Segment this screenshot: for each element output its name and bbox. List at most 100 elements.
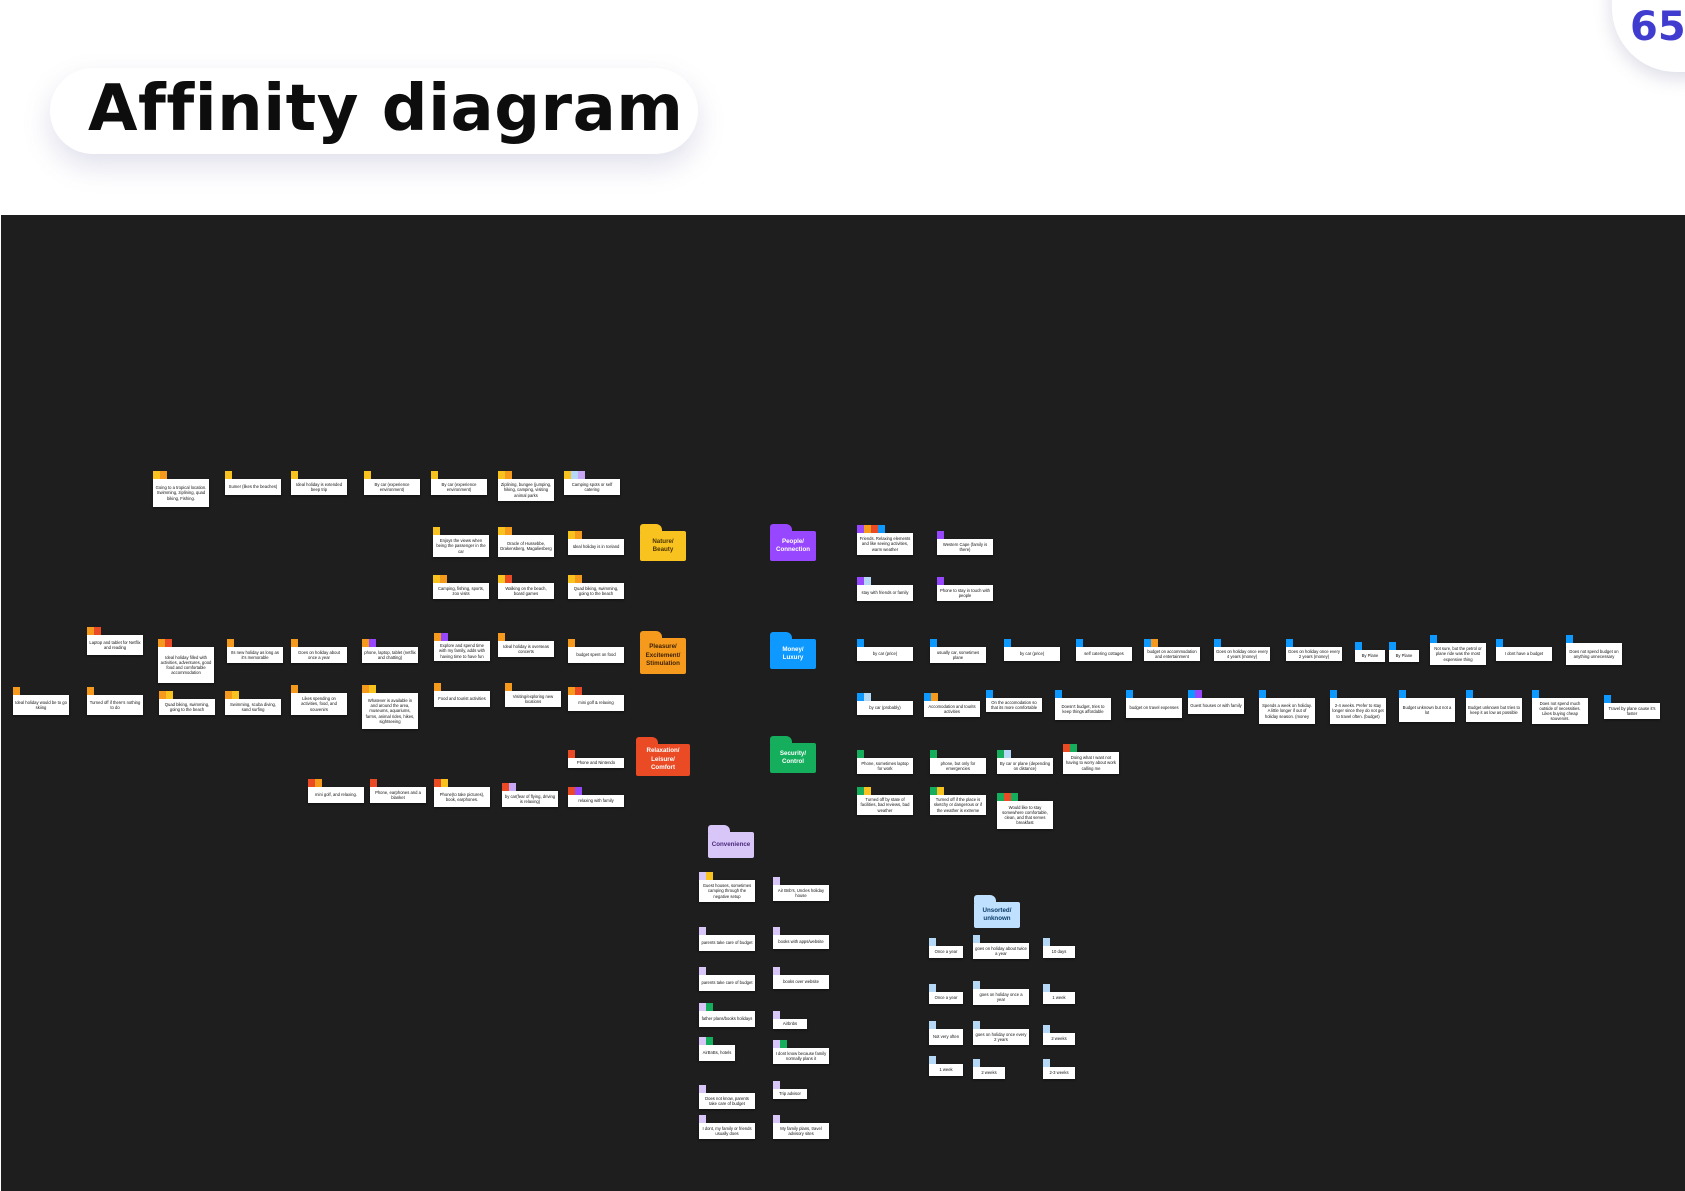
sticky-note[interactable]: Food and tourist activities (434, 683, 490, 707)
group-folder-money-luxury[interactable]: Money/ Luxury (770, 632, 816, 669)
sticky-note[interactable]: Ideal holiday is extended beep trip (291, 471, 347, 495)
sticky-note[interactable]: parents take care of budget (699, 927, 755, 951)
sticky-note[interactable]: 1 week (1043, 984, 1075, 1004)
sticky-note[interactable]: Would like to stay somewhere comfortable… (997, 793, 1053, 829)
sticky-note[interactable]: Western Cape (family is there) (937, 531, 993, 555)
sticky-note[interactable]: by car (probably) (857, 693, 913, 715)
sticky-note[interactable]: Its new holiday as long as it's memorabl… (227, 639, 283, 663)
sticky-note[interactable]: Phone, earphones and a blanket (370, 779, 426, 803)
sticky-note[interactable]: Does not know, parents take care of budg… (699, 1085, 755, 1109)
sticky-note[interactable]: Camping, fishing, sports, zoo visits (433, 575, 489, 599)
sticky-note[interactable]: Phone to stay in touch with people (937, 577, 993, 601)
sticky-note[interactable]: Swimming, scuba diving, sand surfing (225, 691, 281, 715)
sticky-note[interactable]: Walking on the beach, board games (498, 575, 554, 599)
sticky-note[interactable]: On the accomodation so that its more com… (986, 690, 1042, 712)
sticky-note[interactable]: Goes on holiday once every 4 years (mone… (1214, 639, 1270, 661)
sticky-note[interactable]: Whatever is available in and around the … (362, 685, 418, 729)
sticky-note[interactable]: My family plans, travel advisory sites (773, 1115, 829, 1139)
sticky-note[interactable]: budget on travel expenses (1126, 690, 1182, 718)
sticky-note[interactable]: 2-3 weeks (1043, 1059, 1075, 1079)
group-folder-unsorted-unknown[interactable]: Unsorted/ unknown (974, 895, 1020, 928)
sticky-note[interactable]: Doing what I want not having to worry ab… (1063, 744, 1119, 774)
sticky-note[interactable]: By car or plane (depending on distance) (997, 750, 1053, 774)
sticky-note[interactable]: By Plane (1355, 642, 1385, 662)
group-folder-convenience[interactable]: Convenience (708, 825, 754, 858)
sticky-note[interactable]: Explore and spend time with my family, a… (434, 633, 490, 661)
sticky-note[interactable]: Phone, sometimes laptop for work (857, 750, 913, 774)
sticky-note[interactable]: Accomodation and tourits activities (924, 693, 980, 717)
sticky-note[interactable]: Guest houses, sometimes camping through … (699, 872, 755, 902)
sticky-note[interactable]: Doesn't budget, tries to keep things aff… (1055, 690, 1111, 720)
sticky-note[interactable]: Does not spend much outside of necessiti… (1532, 690, 1588, 724)
sticky-note[interactable]: Turned off if the place is sketchy or da… (930, 787, 986, 815)
sticky-note[interactable]: AirBnBs, hotels (699, 1037, 735, 1061)
sticky-note[interactable]: phone, but only for emergencies (930, 750, 986, 774)
sticky-note[interactable]: Ideal holiday is in Iceland (568, 531, 624, 555)
sticky-note[interactable]: books with apps/website (773, 927, 829, 949)
sticky-note[interactable]: Likes spending on activities, food, and … (291, 685, 347, 715)
sticky-note[interactable]: Travel by plane cause it's faster (1604, 695, 1660, 719)
sticky-note[interactable]: Airbnbs (773, 1011, 807, 1029)
sticky-note[interactable]: relaxing with family (568, 787, 624, 807)
sticky-note[interactable]: self catering cottages (1076, 639, 1132, 661)
sticky-note[interactable]: parents take care of budget (699, 967, 755, 991)
sticky-note[interactable]: 1 week (929, 1056, 963, 1076)
sticky-note[interactable]: Laptop and tablet for Netflix and readin… (87, 627, 143, 655)
sticky-note[interactable]: usually car, sometimes plane (930, 639, 986, 663)
sticky-note[interactable]: I dont, my family or friends usually doe… (699, 1115, 755, 1139)
sticky-note[interactable]: books over website (773, 967, 829, 989)
sticky-note[interactable]: phone, laptop, tablet (netflix and chatt… (362, 639, 418, 663)
sticky-note[interactable]: budget spent on food (568, 639, 624, 663)
group-folder-pleasure-excitement-stimulation[interactable]: Pleasure/ Excitement/ Stimulation (640, 631, 686, 674)
sticky-note[interactable]: Spends a week on holiday. A little longe… (1259, 690, 1315, 724)
sticky-note[interactable]: Goes on holiday once every 2 years (mone… (1286, 639, 1342, 661)
sticky-note[interactable]: Ideal holiday filled with activities, ad… (158, 639, 214, 683)
sticky-note[interactable]: by car (price) (857, 639, 913, 661)
sticky-note[interactable]: Not sure, but the petrol or plane ride w… (1430, 635, 1486, 665)
sticky-note[interactable]: Ziplining, bungee (jumping, hiking, camp… (498, 471, 554, 501)
sticky-note[interactable]: Phone(to take pictures), book, earphones… (434, 779, 490, 807)
sticky-note[interactable]: Quad biking, swimming, going to the beac… (568, 575, 624, 599)
sticky-note[interactable]: Going to a tropical location. Swimming, … (153, 471, 209, 507)
sticky-note[interactable]: I dont know because family normally plan… (773, 1040, 829, 1064)
sticky-note[interactable]: by car (price) (1004, 639, 1060, 661)
sticky-note[interactable]: Once a year (929, 938, 963, 958)
sticky-note[interactable]: Does not spend budget on anything unnece… (1566, 635, 1622, 665)
sticky-note[interactable]: By car (experience environment) (364, 471, 420, 495)
sticky-note[interactable]: mini golf, and relaxing. (308, 779, 364, 803)
sticky-note[interactable]: 2 weeks (973, 1059, 1005, 1079)
sticky-note[interactable]: By car (experience environment) (431, 471, 487, 495)
sticky-note[interactable]: father plans/books holidays (699, 1003, 755, 1027)
sticky-note[interactable]: Camping spots or self catering (564, 471, 620, 495)
sticky-note[interactable]: by car(fear of flying, driving is relaxi… (502, 783, 558, 807)
sticky-note[interactable]: Air Bnb's, Uncles holiday house (773, 877, 829, 901)
sticky-note[interactable]: Goes on holiday about once a year (291, 639, 347, 663)
sticky-note[interactable]: stay with friends or family (857, 577, 913, 601)
sticky-note[interactable]: 2-4 weeks. Prefer to stay longer since t… (1330, 690, 1386, 724)
sticky-note[interactable]: Phone and Nintendo (568, 750, 624, 768)
group-folder-nature-beauty[interactable]: Nature/ Beauty (640, 524, 686, 561)
sticky-note[interactable]: Friends. Relaxing elements and like seei… (857, 525, 913, 555)
group-folder-security-control[interactable]: Security/ Control (770, 736, 816, 773)
sticky-note[interactable]: Guest houses or with family (1188, 690, 1244, 714)
group-folder-people-connection[interactable]: People/ Connection (770, 524, 816, 561)
sticky-note[interactable]: I dont have a budget (1496, 639, 1552, 661)
sticky-note[interactable]: Oracle of Hussebbe, Drakensberg, Magalie… (498, 527, 554, 557)
group-folder-relaxation-leisure-comfort[interactable]: Relaxation/ Leisure/ Comfort (636, 737, 690, 776)
sticky-note[interactable]: Enjoys the views when being the passenge… (433, 527, 489, 557)
sticky-note[interactable]: Quad biking, swimming, going to the beac… (159, 691, 215, 715)
sticky-note[interactable]: 10 days (1043, 938, 1075, 958)
sticky-note[interactable]: goes on holiday about twice a year (973, 935, 1029, 959)
sticky-note[interactable]: Not very often (929, 1021, 963, 1045)
sticky-note[interactable]: mini golf & relaxing (568, 687, 624, 711)
sticky-note[interactable]: Once a year (929, 984, 963, 1004)
sticky-note[interactable]: Budget unknown but not a lot (1399, 690, 1455, 722)
sticky-note[interactable]: 2 weeks (1043, 1025, 1075, 1045)
sticky-note[interactable]: budget on accommodation and entertainmen… (1144, 639, 1200, 661)
sticky-note[interactable]: Ideal holiday is overseas concerts (498, 633, 554, 657)
sticky-note[interactable]: Ideal holiday would be to go skiing (13, 687, 69, 715)
sticky-note[interactable]: Visiting/exploring new locations (505, 683, 561, 707)
sticky-note[interactable]: Turned off if there's nothing to do (87, 687, 143, 715)
sticky-note[interactable]: Turned off by state of facilities, bad r… (857, 787, 913, 815)
sticky-note[interactable]: Sumer (likes the beaches) (225, 471, 281, 495)
